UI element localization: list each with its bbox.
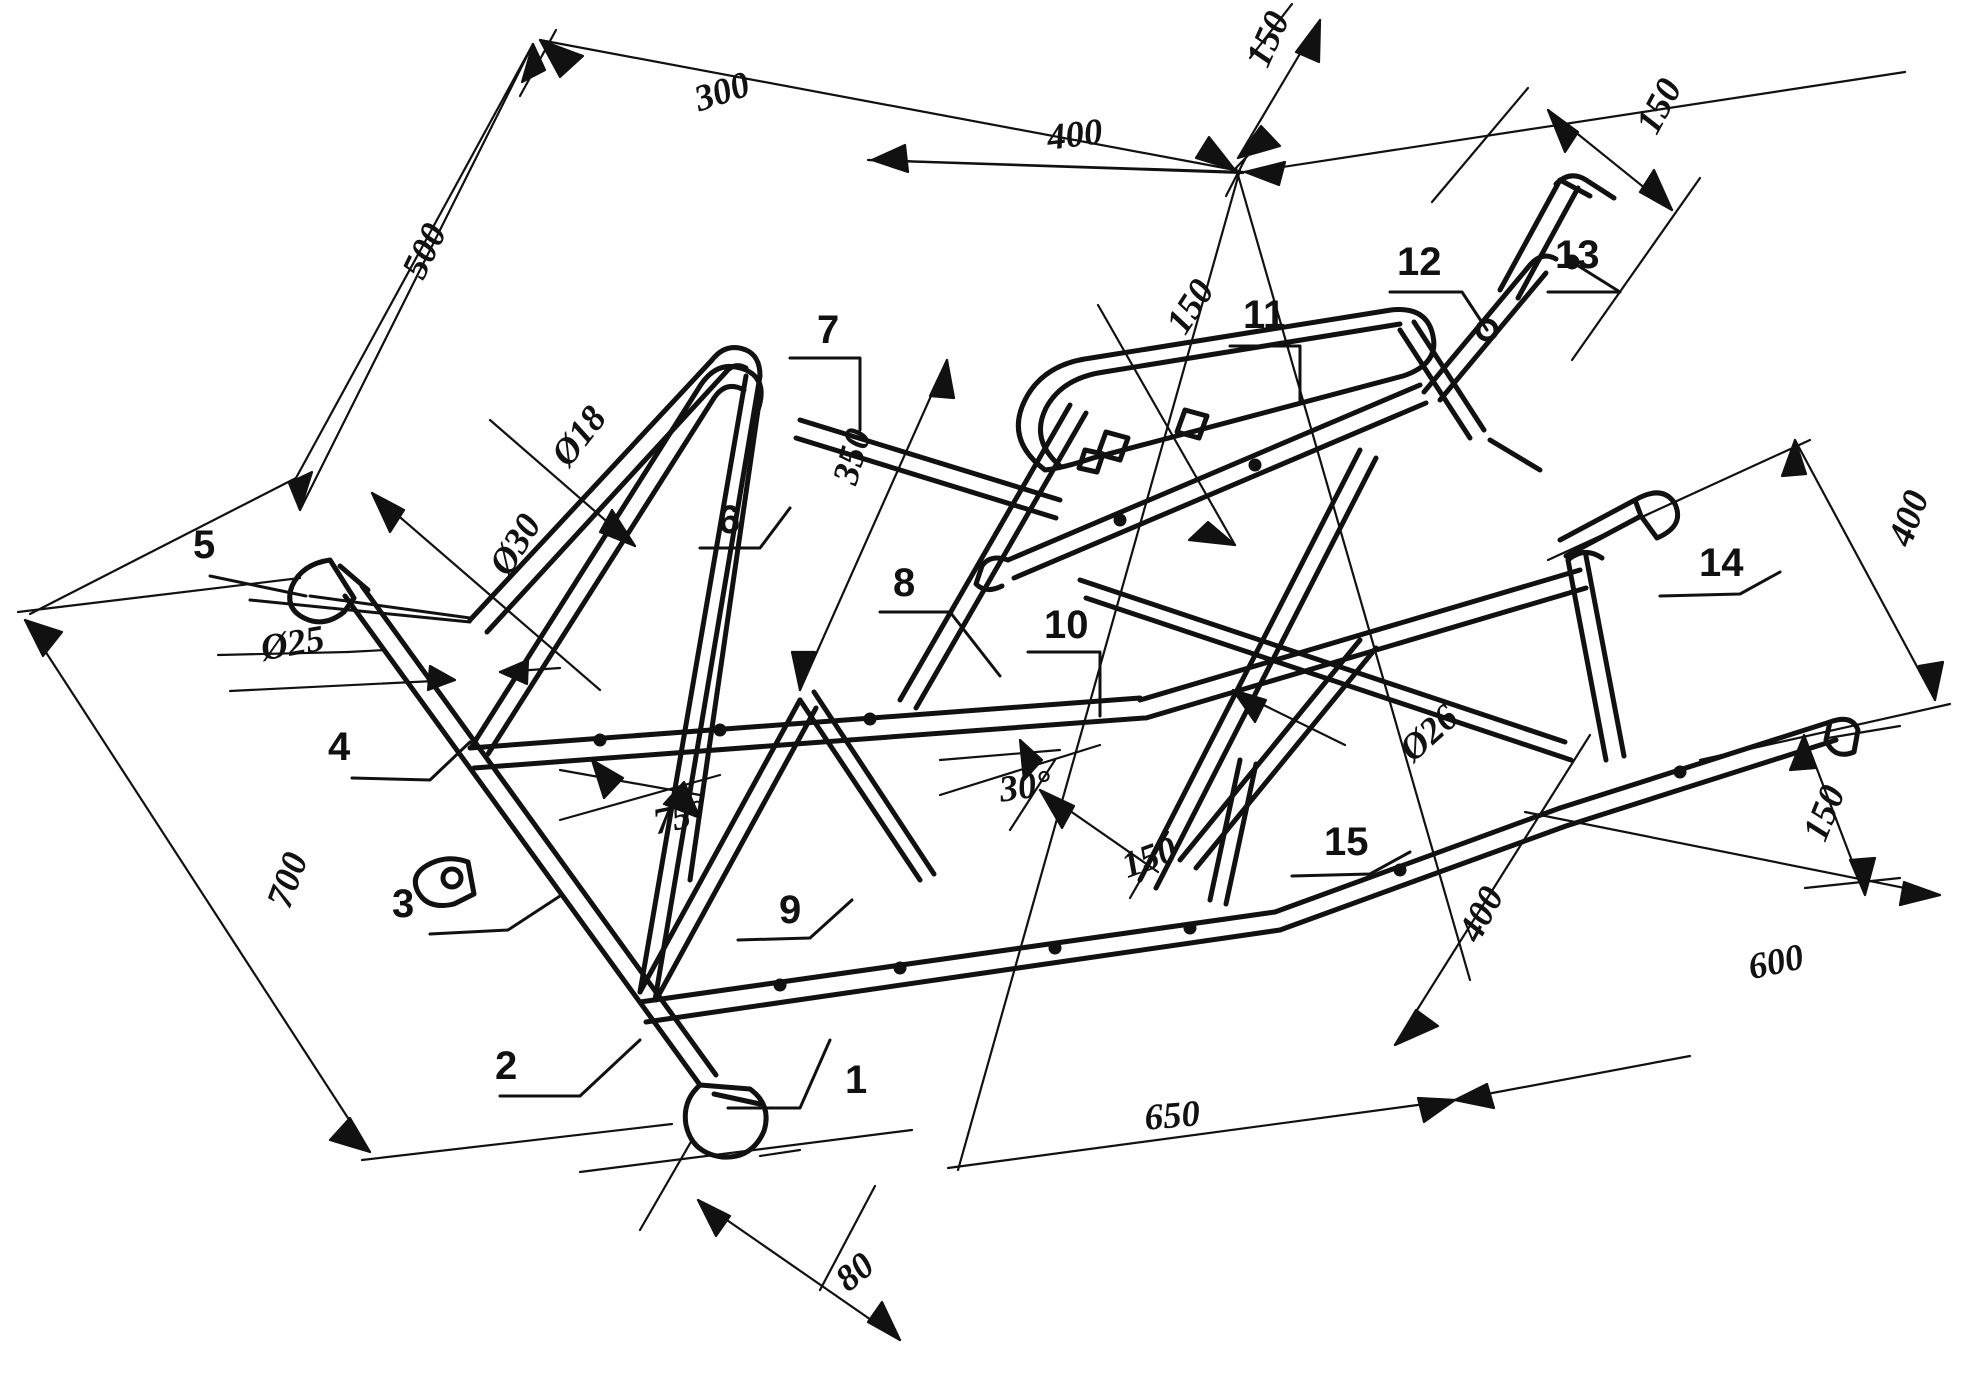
part-callout-10: 10 <box>1044 603 1089 647</box>
dimension-label-30-11: 30° <box>996 762 1054 811</box>
part-callout-12: 12 <box>1397 240 1442 284</box>
callout-leaders <box>208 260 1782 1110</box>
part-callout-4: 4 <box>328 725 351 769</box>
frame-tubes <box>287 173 1861 1160</box>
part-callout-9: 9 <box>779 888 802 932</box>
dimension-lines <box>16 2 1952 1342</box>
part-callout-3: 3 <box>392 882 415 926</box>
part-callout-15: 15 <box>1324 820 1369 864</box>
dimension-label-650-18: 650 <box>1142 1093 1202 1139</box>
dimension-label-400-2: 400 <box>1044 111 1105 159</box>
part-callout-8: 8 <box>893 561 916 605</box>
part-callout-11: 11 <box>1243 293 1286 337</box>
part-callout-14: 14 <box>1699 541 1744 585</box>
part-callout-5: 5 <box>193 523 216 567</box>
part-callout-1: 1 <box>845 1058 868 1102</box>
part-callout-13: 13 <box>1555 233 1600 277</box>
part-callout-6: 6 <box>718 498 741 542</box>
part-callout-7: 7 <box>817 308 840 352</box>
part-callout-2: 2 <box>495 1044 518 1088</box>
dimension-label-75-10: 75° <box>649 792 709 844</box>
